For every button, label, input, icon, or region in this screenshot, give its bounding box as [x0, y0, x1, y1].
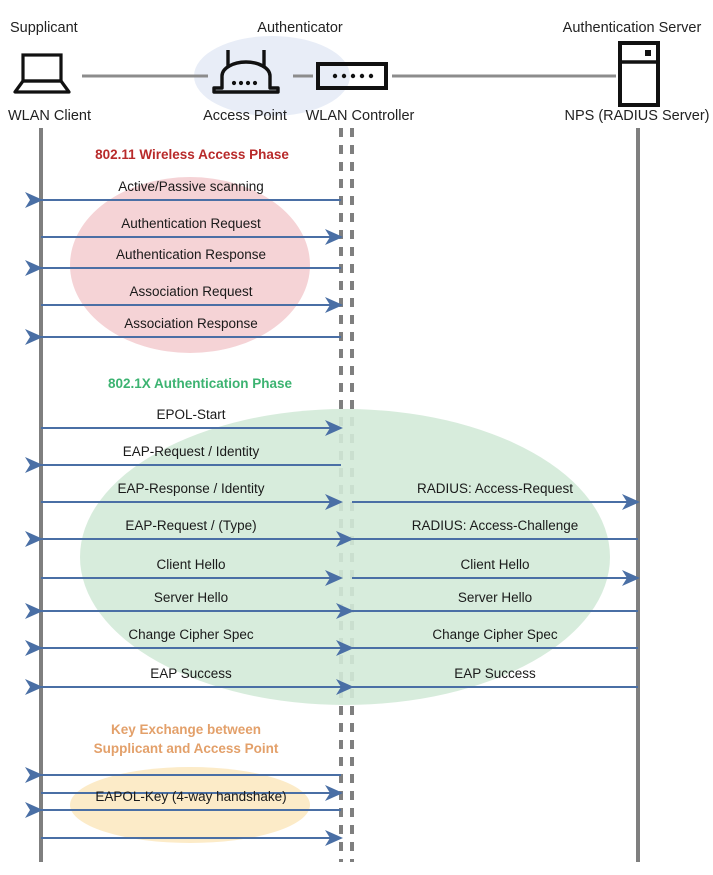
phase-label-wireless: 802.11 Wireless Access Phase — [95, 147, 289, 162]
message-label: EAP-Response / Identity — [117, 481, 265, 496]
phase-ellipse-wireless — [70, 177, 310, 353]
node-label-access-point: Access Point — [203, 108, 287, 124]
message-label: Association Request — [129, 284, 253, 299]
authenticator-highlight — [194, 36, 350, 116]
phase-ellipse-dot1x — [80, 409, 610, 705]
phase-label-keyexchange-line1: Key Exchange between — [110, 722, 262, 737]
message-label: Client Hello — [460, 557, 530, 572]
wlan-controller-icon — [316, 62, 388, 90]
phase-ellipse-keyexchange — [70, 767, 310, 843]
message-label: Authentication Response — [115, 247, 267, 262]
server-icon — [618, 41, 660, 107]
message-label: Active/Passive scanning — [118, 179, 264, 194]
message-label: Change Cipher Spec — [128, 627, 254, 642]
message-label: Server Hello — [457, 590, 533, 605]
message-label: RADIUS: Access-Request — [416, 481, 574, 496]
role-title-authenticator: Authenticator — [257, 20, 343, 36]
access-point-icon — [212, 50, 280, 94]
message-label: EPOL-Start — [156, 407, 226, 422]
role-title-auth-server: Authentication Server — [562, 20, 702, 36]
phase-label-dot1x: 802.1X Authentication Phase — [107, 376, 293, 391]
message-label: Authentication Request — [121, 216, 261, 231]
node-label-nps: NPS (RADIUS Server) — [564, 108, 710, 124]
message-label: Association Response — [124, 316, 258, 331]
message-label: EAP Success — [150, 666, 232, 681]
phase-label-keyexchange-line2: Supplicant and Access Point — [93, 741, 279, 756]
message-label: EAP-Request / (Type) — [125, 518, 257, 533]
message-label: EAP Success — [454, 666, 536, 681]
message-label: EAPOL-Key (4-way handshake) — [95, 789, 287, 804]
role-title-supplicant: Supplicant — [10, 20, 78, 36]
message-label: Server Hello — [153, 590, 229, 605]
node-label-wlan-controller: WLAN Controller — [305, 108, 415, 124]
message-label: RADIUS: Access-Challenge — [411, 518, 579, 533]
message-label: EAP-Request / Identity — [122, 444, 260, 459]
access-point-led-dots — [231, 80, 258, 86]
laptop-icon — [13, 53, 71, 94]
message-label: Change Cipher Spec — [432, 627, 558, 642]
message-label: Client Hello — [156, 557, 226, 572]
node-label-wlan-client: WLAN Client — [8, 108, 91, 124]
